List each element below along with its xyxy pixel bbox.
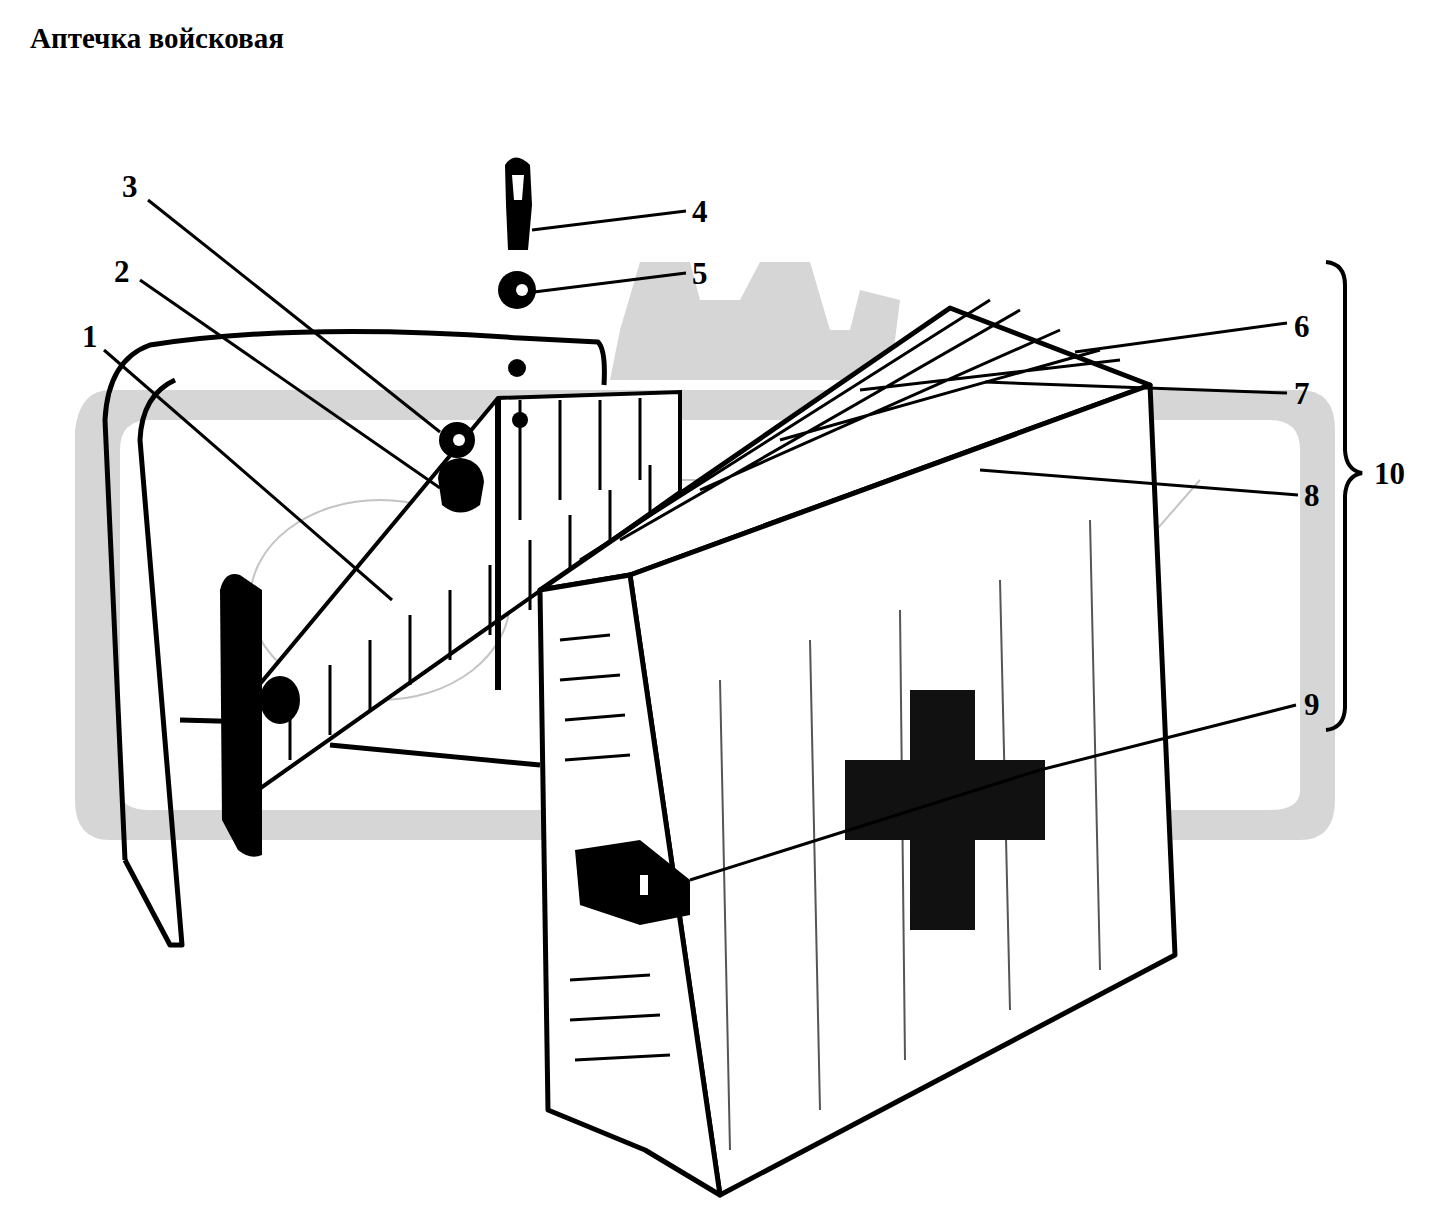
callout-number: 10	[1372, 457, 1407, 490]
callout-number: 8	[1302, 479, 1322, 512]
group-brace	[1326, 262, 1362, 730]
callout-number: 1	[80, 320, 100, 353]
callout-number: 5	[690, 257, 710, 290]
leader-lines	[104, 200, 1298, 880]
bracket-plate	[220, 574, 300, 857]
callout-number: 6	[1292, 310, 1312, 343]
callout-number: 3	[120, 170, 140, 203]
fasteners	[438, 158, 536, 513]
kit-box	[540, 300, 1175, 1195]
callout-number: 2	[112, 255, 132, 288]
callout-number: 9	[1302, 688, 1322, 721]
diagram-title: Аптечка войсковая	[30, 22, 284, 55]
callout-number: 7	[1292, 377, 1312, 410]
latch	[575, 840, 690, 925]
red-cross-mark	[845, 690, 1045, 930]
callout-number: 4	[690, 195, 710, 228]
